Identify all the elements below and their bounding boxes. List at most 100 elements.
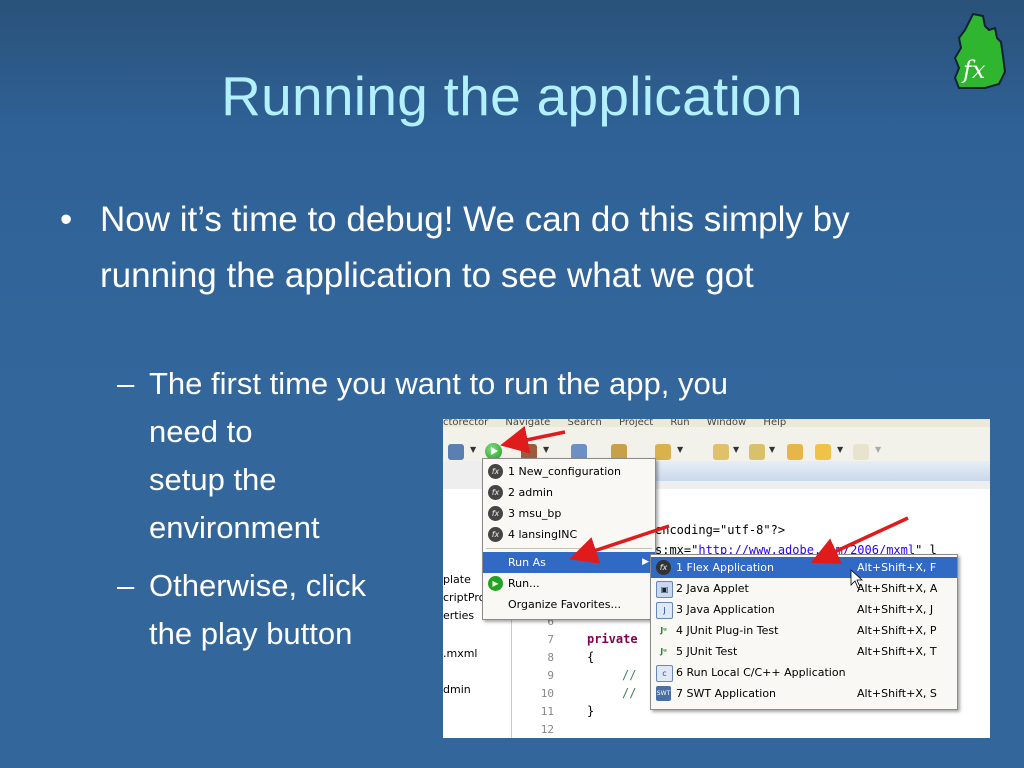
line-number: 10 [540, 687, 554, 700]
run-as-java-item[interactable]: J 3 Java Application Alt+Shift+X, J [651, 599, 957, 620]
menu-item[interactable]: Project [619, 419, 654, 427]
run-as-applet-item[interactable]: ▣ 2 Java Applet Alt+Shift+X, A [651, 578, 957, 599]
run-as-option-label: 4 JUnit Plug-in Test [676, 624, 779, 637]
chevron-down-icon[interactable]: ▼ [677, 445, 684, 454]
menu-item[interactable]: Search [567, 419, 602, 427]
run-history-label: 4 lansingINC [508, 528, 578, 541]
code-comment: // [622, 668, 637, 682]
line-number: 7 [547, 633, 554, 646]
tree-item[interactable]: .mxml [443, 647, 478, 660]
sub-dash: – [117, 366, 135, 401]
run-as-option-label: 3 Java Application [676, 603, 775, 616]
sub-setup-line-2: need to [149, 414, 253, 449]
open-folder-icon[interactable] [655, 444, 671, 460]
junit-icon: Jᵘ [660, 647, 667, 656]
run-as-cpp-item[interactable]: c 6 Run Local C/C++ Application [651, 662, 957, 683]
code-ns-suffix: " l [915, 543, 937, 557]
menu-item[interactable]: Navigate [505, 419, 551, 427]
organize-favorites-label: Organize Favorites... [508, 598, 621, 611]
svg-text:fx: fx [961, 56, 986, 84]
shortcut-label: Alt+Shift+X, A [857, 582, 938, 595]
code-line-xml: encoding="utf-8"?> [655, 523, 786, 537]
sub-play-line-1: Otherwise, click [149, 568, 367, 603]
flex-icon: fx [488, 527, 503, 542]
run-as-option-label: 5 JUnit Test [676, 645, 738, 658]
code-private-keyword: private [587, 632, 638, 646]
run-history-item[interactable]: fx 2 admin [483, 482, 655, 503]
run-as-option-label: 1 Flex Application [676, 561, 774, 574]
debug-icon[interactable] [448, 444, 464, 460]
new-project-icon[interactable] [571, 444, 587, 460]
menu-item[interactable]: Window [706, 419, 747, 427]
tree-item[interactable]: dmin [443, 683, 471, 696]
next-annotation-icon[interactable] [713, 444, 729, 460]
shortcut-label: Alt+Shift+X, T [857, 645, 937, 658]
run-as-submenu: fx 1 Flex Application Alt+Shift+X, F ▣ 2… [650, 554, 958, 710]
shortcut-label: Alt+Shift+X, J [857, 603, 934, 616]
shortcut-label: Alt+Shift+X, P [857, 624, 937, 637]
run-play-button[interactable] [485, 443, 502, 460]
last-edit-icon[interactable] [787, 444, 803, 460]
prev-annotation-icon[interactable] [749, 444, 765, 460]
chevron-down-icon[interactable]: ▼ [543, 445, 550, 454]
sub-play-line-2: the play button [149, 616, 353, 651]
run-icon: ▶ [488, 576, 503, 591]
swt-icon: SWT [656, 686, 671, 701]
sub-setup-line-4: environment [149, 510, 320, 545]
run-history-item[interactable]: fx 4 lansingINC [483, 524, 655, 545]
run-as-option-label: 7 SWT Application [676, 687, 777, 700]
run-as-swt-item[interactable]: SWT 7 SWT Application Alt+Shift+X, S [651, 683, 957, 704]
applet-icon: ▣ [656, 581, 673, 598]
run-history-label: 3 msu_bp [508, 507, 562, 520]
run-as-junit-plugin-item[interactable]: Jᵘ 4 JUnit Plug-in Test Alt+Shift+X, P [651, 620, 957, 641]
menu-item[interactable]: ctorector [443, 419, 489, 427]
code-brace-close: } [587, 704, 595, 718]
ide-toolbar: ▼ ▼ ▼ ▼ ▼ ▼ ▼ [443, 427, 990, 461]
menu-separator [486, 548, 652, 549]
run-dialog-item[interactable]: ▶ Run... [483, 573, 655, 594]
run-as-label: Run As [508, 556, 546, 569]
run-history-label: 2 admin [508, 486, 553, 499]
flex-icon: fx [488, 506, 503, 521]
ide-screenshot: ctorector Navigate Search Project Run Wi… [443, 419, 990, 738]
chevron-down-icon[interactable]: ▼ [470, 445, 477, 454]
junit-plugin-icon: Jᵘ [660, 626, 667, 635]
chevron-down-icon[interactable]: ▼ [875, 445, 882, 454]
tree-item[interactable]: criptProp [443, 591, 493, 604]
run-as-junit-item[interactable]: Jᵘ 5 JUnit Test Alt+Shift+X, T [651, 641, 957, 662]
sub-bullet-play-text: Otherwise, click the play button [149, 562, 366, 658]
run-history-item[interactable]: fx 1 New_configuration [483, 461, 655, 482]
back-icon[interactable] [815, 444, 831, 460]
menu-item[interactable]: Help [763, 419, 787, 427]
tree-item[interactable]: erties [443, 609, 475, 622]
forward-icon[interactable] [853, 444, 869, 460]
sub-bullet-setup-text: The first time you want to run the app, … [149, 360, 728, 552]
code-comment: // [622, 686, 637, 700]
sub-dash: – [117, 568, 135, 603]
run-history-label: 1 New_configuration [508, 465, 621, 478]
flex-icon: fx [656, 560, 671, 575]
chevron-down-icon[interactable]: ▼ [769, 445, 776, 454]
line-number: 6 [547, 615, 554, 628]
organize-favorites-item[interactable]: Organize Favorites... [483, 594, 655, 615]
line-number: 12 [540, 723, 554, 736]
code-brace-open: { [587, 650, 595, 664]
sub-setup-line-1: The first time you want to run the app, … [149, 366, 728, 401]
run-as-menu-item[interactable]: Run As ▶ [483, 552, 655, 573]
run-history-item[interactable]: fx 3 msu_bp [483, 503, 655, 524]
bullet-main-text: Now it’s time to debug! We can do this s… [100, 200, 850, 295]
chevron-down-icon[interactable]: ▼ [733, 445, 740, 454]
pen-icon[interactable] [611, 444, 627, 460]
bullet-dot: • [60, 200, 73, 239]
ide-menubar: ctorector Navigate Search Project Run Wi… [443, 419, 990, 427]
run-as-flex-item[interactable]: fx 1 Flex Application Alt+Shift+X, F [651, 557, 957, 578]
menu-item[interactable]: Run [670, 419, 690, 427]
run-dialog-label: Run... [508, 577, 540, 590]
chevron-down-icon[interactable]: ▼ [837, 445, 844, 454]
editor-tab-area [653, 461, 990, 481]
java-app-icon: J [656, 602, 673, 619]
tree-item[interactable]: plate [443, 573, 471, 586]
run-as-option-label: 6 Run Local C/C++ Application [676, 666, 846, 679]
line-number: 8 [547, 651, 554, 664]
line-number: 9 [547, 669, 554, 682]
